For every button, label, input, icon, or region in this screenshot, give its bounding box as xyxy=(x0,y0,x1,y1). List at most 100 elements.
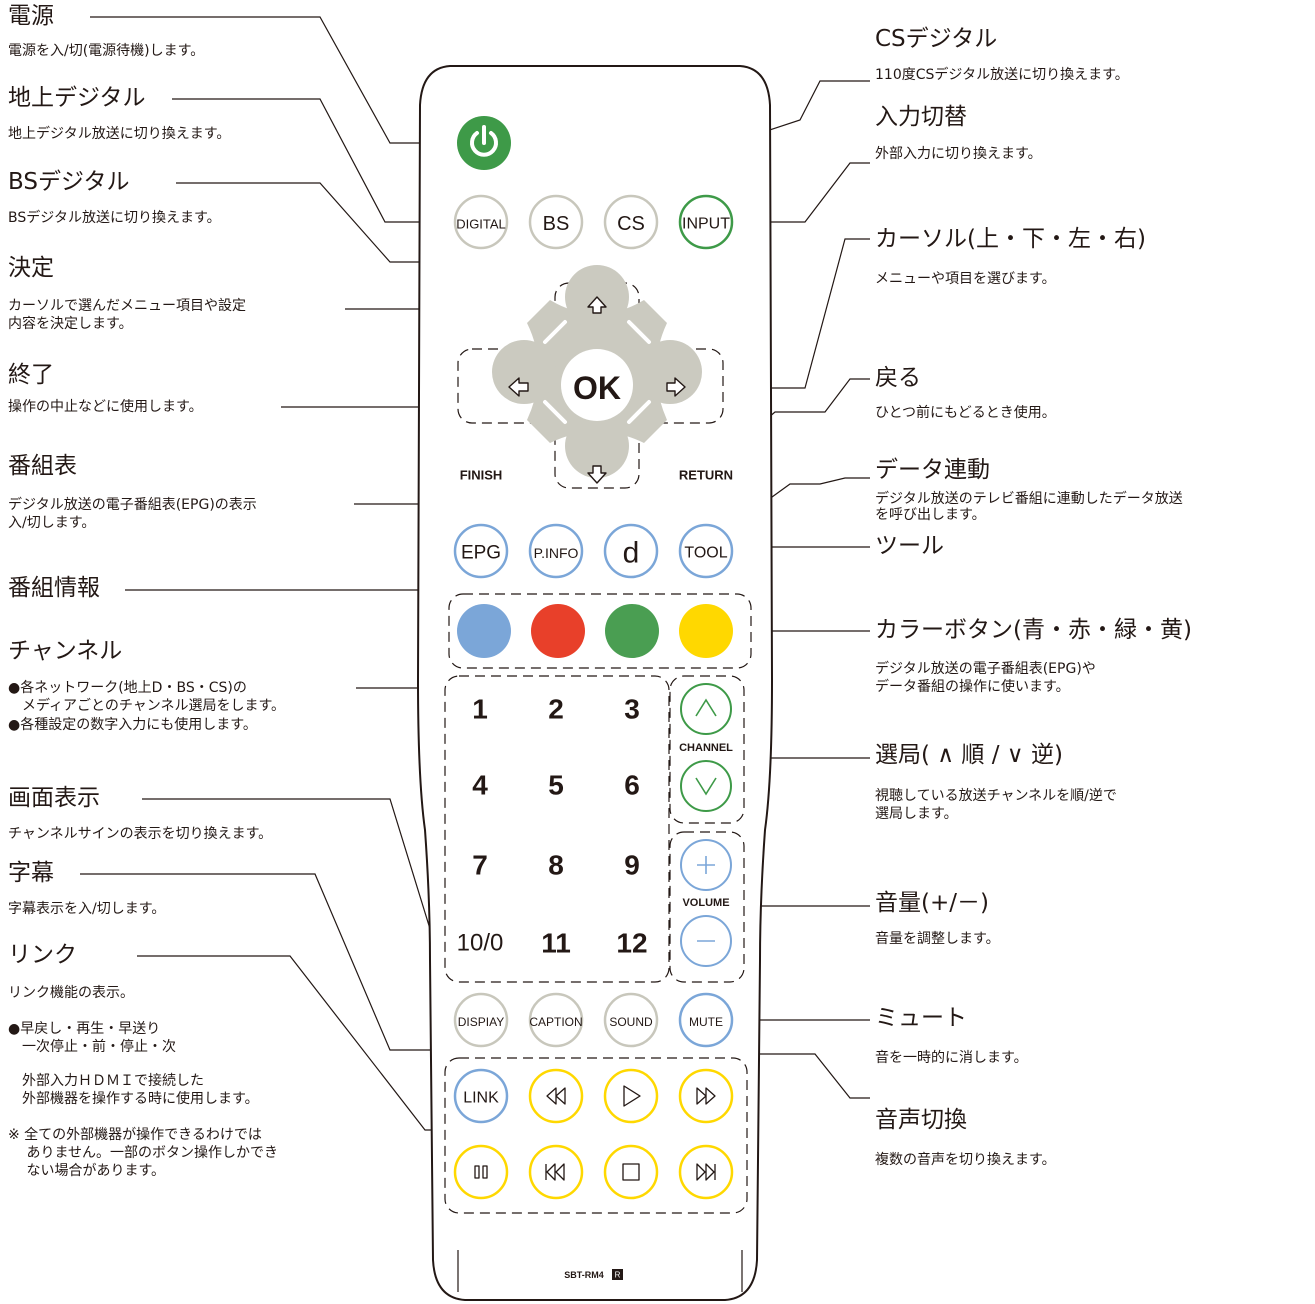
next-icon xyxy=(696,1163,716,1181)
cs-title: CSデジタル xyxy=(875,26,998,52)
return-label: RETURN xyxy=(679,468,733,483)
hdmi-desc-2: 外部機器を操作する時に使用します。 xyxy=(8,1091,259,1107)
mute-title: ミュート xyxy=(875,1005,967,1031)
pinfo-button[interactable] xyxy=(528,523,584,579)
color-desc-1: デジタル放送の電子番組表(EPG)や xyxy=(875,661,1096,677)
number-1[interactable]: 1 xyxy=(472,694,488,725)
number-6[interactable]: 6 xyxy=(624,770,640,801)
green-button[interactable] xyxy=(605,604,659,658)
red-button[interactable] xyxy=(531,604,585,658)
note-2: ありません。一部のボタン操作しかでき xyxy=(8,1145,279,1161)
number-9[interactable]: 9 xyxy=(624,850,640,881)
sound-button[interactable] xyxy=(603,992,659,1048)
bs-button[interactable] xyxy=(528,194,584,250)
digital-button[interactable] xyxy=(453,194,509,250)
digital-label: DIGITAL xyxy=(456,217,506,232)
arrow-left-icon[interactable] xyxy=(508,377,529,397)
epg-title: 番組表 xyxy=(8,453,77,479)
finish-title: 終了 xyxy=(8,362,54,388)
arrow-down-icon[interactable] xyxy=(587,465,607,484)
channel-up-button[interactable] xyxy=(680,683,732,735)
display-button[interactable] xyxy=(453,992,509,1048)
power-button[interactable] xyxy=(457,116,511,170)
cursor-title: カーソル(上・下・左・右) xyxy=(875,226,1146,252)
link-button[interactable] xyxy=(453,1068,509,1124)
channel-desc-1: ●各ネットワーク(地上D・BS・CS)の xyxy=(8,680,247,696)
caption-label: CAPTION xyxy=(529,1015,582,1029)
pinfo-title: 番組情報 xyxy=(8,575,100,601)
number-2[interactable]: 2 xyxy=(548,694,564,725)
select-desc-1: 視聴している放送チャンネルを順/逆で xyxy=(875,788,1117,804)
select-desc-2: 選局します。 xyxy=(875,806,958,822)
play-button[interactable] xyxy=(603,1068,659,1124)
number-8[interactable]: 8 xyxy=(548,850,564,881)
arrow-up-icon[interactable] xyxy=(587,296,607,314)
ok-desc-2: 内容を決定します。 xyxy=(8,316,133,332)
terrestrial-desc: 地上デジタル放送に切り換えます。 xyxy=(8,126,231,142)
hdmi-desc-1: 外部入力ＨＤＭＩで接続した xyxy=(8,1073,204,1089)
ok-label: OK xyxy=(573,370,621,406)
blue-button[interactable] xyxy=(457,604,511,658)
cs-desc: 110度CSデジタル放送に切り換えます。 xyxy=(875,67,1129,83)
mute-label: MUTE xyxy=(689,1015,723,1029)
channel-down-button[interactable] xyxy=(680,760,732,812)
arrow-right-icon[interactable] xyxy=(666,377,686,397)
number-7[interactable]: 7 xyxy=(472,850,488,881)
input-desc: 外部入力に切り換えます。 xyxy=(875,146,1042,162)
tool-title: ツール xyxy=(875,533,944,559)
note-1: ※ 全ての外部機器が操作できるわけでは xyxy=(8,1127,262,1143)
plus-icon xyxy=(697,856,715,874)
play-icon xyxy=(623,1085,641,1107)
number-12[interactable]: 12 xyxy=(616,928,647,959)
caption-button[interactable] xyxy=(528,992,584,1048)
terrestrial-title: 地上デジタル xyxy=(8,85,146,111)
number-10-0[interactable]: 10/0 xyxy=(457,930,504,957)
yellow-button[interactable] xyxy=(679,604,733,658)
return-desc: ひとつ前にもどるとき使用。 xyxy=(875,405,1056,421)
number-5[interactable]: 5 xyxy=(548,770,564,801)
display-desc: チャンネルサインの表示を切り換えます。 xyxy=(8,826,273,842)
number-11[interactable]: 11 xyxy=(541,928,571,959)
epg-label: EPG xyxy=(461,543,501,564)
link-desc: リンク機能の表示。 xyxy=(8,985,134,1001)
input-button[interactable] xyxy=(678,194,734,250)
input-label: INPUT xyxy=(682,216,730,233)
note-3: ない場合があります。 xyxy=(8,1163,166,1179)
select-title: 選局( ∧ 順 / ∨ 逆) xyxy=(875,742,1063,768)
channel-desc-3: ●各種設定の数字入力にも使用します。 xyxy=(8,717,257,733)
audio-desc: 複数の音声を切り換えます。 xyxy=(875,1152,1056,1168)
caption-desc: 字幕表示を入/切します。 xyxy=(8,901,166,917)
d-button[interactable] xyxy=(603,523,659,579)
tool-button[interactable] xyxy=(678,523,734,579)
bs-label: BS xyxy=(543,213,570,235)
cs-label: CS xyxy=(617,213,645,235)
number-4[interactable]: 4 xyxy=(472,770,488,801)
stop-icon xyxy=(622,1163,640,1181)
epg-button[interactable] xyxy=(453,523,509,579)
stop-button[interactable] xyxy=(603,1144,659,1200)
cs-button[interactable] xyxy=(603,194,659,250)
volume-title: 音量(+/－) xyxy=(875,890,989,916)
chevron-down-icon xyxy=(695,777,717,796)
ok-button[interactable] xyxy=(561,349,633,421)
channel-desc-2: メディアごとのチャンネル選局をします。 xyxy=(8,698,286,714)
link-title: リンク xyxy=(8,942,77,968)
volume-desc: 音量を調整します。 xyxy=(875,931,1000,947)
cursor-desc: メニューや項目を選びます。 xyxy=(875,271,1056,287)
pause-button[interactable] xyxy=(453,1144,509,1200)
previous-icon xyxy=(545,1163,565,1181)
epg-desc-1: デジタル放送の電子番組表(EPG)の表示 xyxy=(8,497,257,513)
ok-title: 決定 xyxy=(8,255,54,281)
return-title: 戻る xyxy=(875,365,921,391)
data-desc-2: を呼び出します。 xyxy=(875,507,986,523)
mute-button[interactable] xyxy=(678,992,734,1048)
channel-label: CHANNEL xyxy=(679,742,733,754)
model-mark: R xyxy=(615,1271,621,1280)
color-desc-2: データ番組の操作に使います。 xyxy=(875,679,1070,695)
playback-desc-1: ●早戻し・再生・早送り xyxy=(8,1021,161,1037)
pause-icon xyxy=(474,1165,488,1179)
volume-label: VOLUME xyxy=(682,897,729,909)
number-3[interactable]: 3 xyxy=(624,694,640,725)
power-title: 電源 xyxy=(8,3,54,29)
